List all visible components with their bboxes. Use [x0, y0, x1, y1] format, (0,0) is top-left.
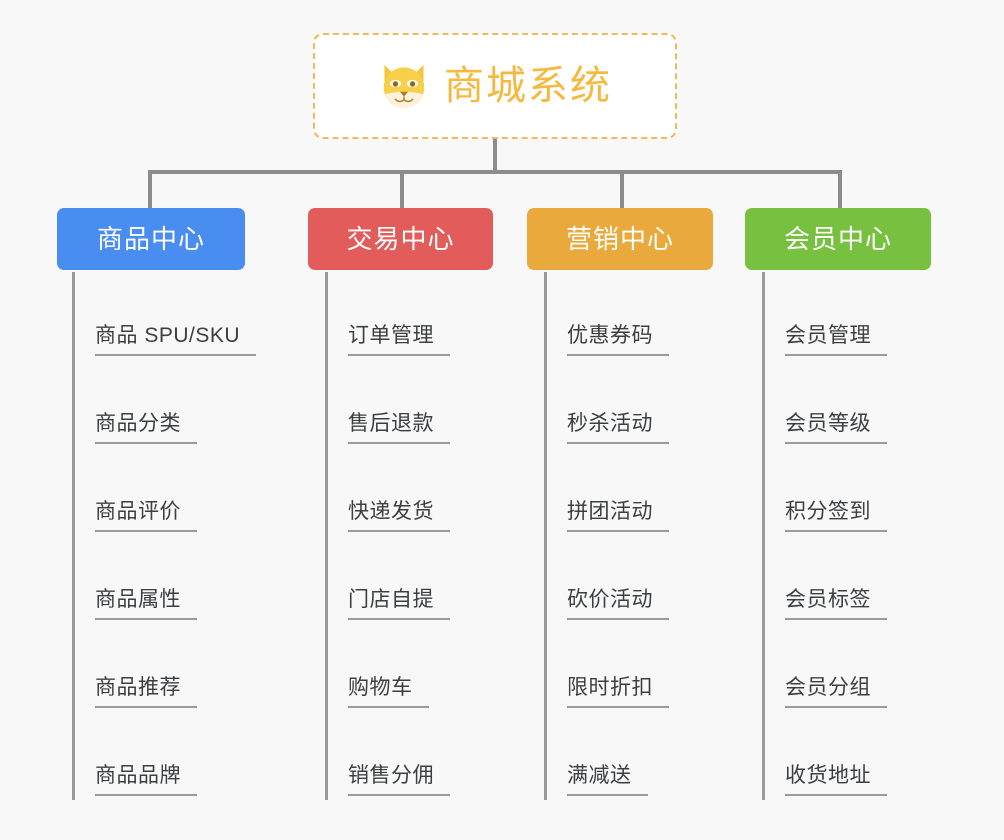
leaf-label: 拼团活动	[567, 500, 669, 532]
list-item[interactable]: 会员管理	[762, 272, 992, 360]
connector-bus	[148, 170, 842, 174]
leaf-spine-4	[762, 272, 765, 800]
category-label-4: 会员中心	[783, 224, 892, 254]
list-item[interactable]: 购物车	[325, 624, 555, 712]
leaf-label: 满减送	[567, 764, 648, 796]
root-node[interactable]: 商城系统	[313, 33, 677, 139]
list-item[interactable]: 商品推荐	[72, 624, 302, 712]
leaf-label: 秒杀活动	[567, 412, 669, 444]
list-item[interactable]: 商品品牌	[72, 712, 302, 800]
list-item[interactable]: 会员标签	[762, 536, 992, 624]
leaf-label: 商品评价	[95, 500, 197, 532]
leaf-label: 收货地址	[785, 764, 887, 796]
list-item[interactable]: 商品评价	[72, 448, 302, 536]
category-box-1[interactable]: 商品中心	[57, 208, 245, 270]
list-item[interactable]: 优惠券码	[544, 272, 774, 360]
list-item[interactable]: 收货地址	[762, 712, 992, 800]
leaf-label: 商品属性	[95, 588, 197, 620]
leaf-label: 商品推荐	[95, 676, 197, 708]
category-box-4[interactable]: 会员中心	[745, 208, 931, 270]
leaf-spine-2	[325, 272, 328, 800]
leaf-label: 会员分组	[785, 676, 887, 708]
list-item[interactable]: 快递发货	[325, 448, 555, 536]
leaf-column-4: 会员管理 会员等级 积分签到 会员标签 会员分组 收货地址	[762, 272, 992, 800]
leaf-label: 快递发货	[348, 500, 450, 532]
list-item[interactable]: 秒杀活动	[544, 360, 774, 448]
leaf-column-3: 优惠券码 秒杀活动 拼团活动 砍价活动 限时折扣 满减送	[544, 272, 774, 800]
leaf-label: 砍价活动	[567, 588, 669, 620]
list-item[interactable]: 积分签到	[762, 448, 992, 536]
list-item[interactable]: 限时折扣	[544, 624, 774, 712]
list-item[interactable]: 商品分类	[72, 360, 302, 448]
connector-root-stem	[493, 139, 497, 172]
leaf-label: 订单管理	[348, 324, 450, 356]
leaf-label: 商品分类	[95, 412, 197, 444]
category-label-3: 营销中心	[565, 224, 674, 254]
leaf-label: 会员管理	[785, 324, 887, 356]
leaf-spine-1	[72, 272, 75, 800]
list-item[interactable]: 拼团活动	[544, 448, 774, 536]
leaf-label: 售后退款	[348, 412, 450, 444]
leaf-label: 积分签到	[785, 500, 887, 532]
leaf-label: 会员等级	[785, 412, 887, 444]
leaf-label: 购物车	[348, 676, 429, 708]
list-item[interactable]: 商品属性	[72, 536, 302, 624]
leaf-label: 优惠券码	[567, 324, 669, 356]
leaf-label: 门店自提	[348, 588, 450, 620]
category-box-2[interactable]: 交易中心	[308, 208, 493, 270]
category-label-2: 交易中心	[346, 224, 455, 254]
list-item[interactable]: 门店自提	[325, 536, 555, 624]
category-label-1: 商品中心	[96, 224, 205, 254]
leaf-column-2: 订单管理 售后退款 快递发货 门店自提 购物车 销售分佣	[325, 272, 555, 800]
list-item[interactable]: 销售分佣	[325, 712, 555, 800]
connector-drop-2	[400, 170, 404, 210]
connector-drop-3	[620, 170, 624, 210]
category-box-3[interactable]: 营销中心	[527, 208, 713, 270]
list-item[interactable]: 会员等级	[762, 360, 992, 448]
connector-drop-1	[148, 170, 152, 210]
leaf-label: 商品 SPU/SKU	[95, 324, 257, 356]
list-item[interactable]: 订单管理	[325, 272, 555, 360]
list-item[interactable]: 砍价活动	[544, 536, 774, 624]
shiba-dog-icon	[383, 64, 425, 108]
list-item[interactable]: 满减送	[544, 712, 774, 800]
leaf-label: 商品品牌	[95, 764, 197, 796]
list-item[interactable]: 商品 SPU/SKU	[72, 272, 302, 360]
leaf-column-1: 商品 SPU/SKU 商品分类 商品评价 商品属性 商品推荐 商品品牌	[72, 272, 302, 800]
list-item[interactable]: 售后退款	[325, 360, 555, 448]
root-title: 商城系统	[444, 64, 612, 108]
leaf-label: 会员标签	[785, 588, 887, 620]
leaf-label: 限时折扣	[567, 676, 669, 708]
leaf-label: 销售分佣	[348, 764, 450, 796]
list-item[interactable]: 会员分组	[762, 624, 992, 712]
leaf-spine-3	[544, 272, 547, 800]
connector-drop-4	[838, 170, 842, 210]
